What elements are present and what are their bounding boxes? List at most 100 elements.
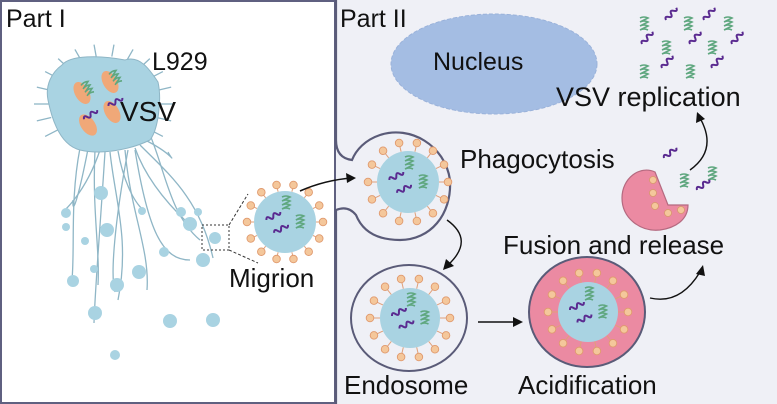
- surface-protein: [558, 276, 568, 285]
- surface-protein: [378, 209, 388, 218]
- virion-core: [558, 282, 618, 342]
- virion-core: [254, 191, 316, 253]
- rna-green: [661, 40, 671, 55]
- knob: [110, 350, 120, 360]
- surface-protein: [289, 254, 298, 264]
- rna-purple: [709, 53, 725, 71]
- surface-protein: [378, 146, 388, 155]
- surface-protein: [592, 268, 602, 278]
- step-vsv-replication: VSV replication: [556, 82, 741, 112]
- phagocytosed-migrion: [363, 138, 453, 226]
- zoom-line: [228, 249, 259, 264]
- surface-protein: [439, 160, 449, 169]
- surface-protein: [412, 138, 422, 148]
- rna-green: [639, 64, 649, 79]
- filament: [93, 151, 106, 324]
- vsv-capsule: [73, 82, 91, 104]
- part1-title: Part I: [6, 5, 66, 33]
- surface-protein: [257, 247, 266, 256]
- cell-hair: [111, 44, 115, 57]
- cell-hair: [44, 129, 59, 138]
- surface-protein: [318, 217, 328, 227]
- virion-core: [380, 288, 440, 348]
- step-acidification: Acidification: [518, 370, 657, 400]
- surface-protein: [430, 282, 440, 291]
- surface-protein: [242, 217, 252, 227]
- surface-protein: [445, 313, 455, 323]
- surface-protein: [396, 274, 406, 284]
- knob: [62, 223, 70, 231]
- surface-protein: [304, 188, 313, 197]
- filament: [139, 144, 214, 259]
- arrow-to-fusion: [649, 271, 701, 300]
- filament: [72, 148, 89, 207]
- surface-protein: [246, 234, 256, 243]
- knob: [159, 247, 169, 257]
- arrow-head: [696, 112, 705, 123]
- surface-protein: [272, 254, 281, 264]
- virus-label: VSV: [120, 96, 177, 127]
- surface-protein: [547, 290, 557, 299]
- step-phagocytosis: Phagocytosis: [460, 144, 615, 174]
- filament: [134, 149, 191, 261]
- surface-protein: [428, 146, 438, 155]
- l929-cell: [34, 44, 221, 360]
- surface-protein: [441, 296, 451, 305]
- cell-label: L929: [152, 48, 208, 76]
- rna-green: [685, 64, 695, 79]
- knob: [194, 208, 202, 216]
- migrion-particle: [242, 180, 328, 264]
- part2-title: Part II: [340, 5, 407, 33]
- rna-green: [679, 173, 689, 188]
- surface-protein: [365, 313, 375, 323]
- surface-protein: [574, 346, 584, 356]
- vsv-capsule: [103, 101, 121, 123]
- vsv-particle: [103, 95, 125, 123]
- surface-protein: [380, 345, 390, 354]
- migrion-label: Migrion: [229, 263, 315, 293]
- arrow-head: [443, 259, 454, 270]
- surface-protein: [394, 138, 404, 148]
- surface-protein: [246, 201, 256, 210]
- rna-purple: [729, 29, 745, 47]
- surface-protein: [443, 177, 453, 187]
- replicated-rna-cluster: [639, 5, 745, 79]
- knob: [61, 208, 71, 218]
- surface-protein: [369, 296, 379, 305]
- rna-purple: [639, 29, 655, 47]
- knob: [67, 275, 79, 287]
- vsv-particle: [73, 79, 95, 104]
- knob: [90, 265, 98, 273]
- filament: [93, 149, 99, 286]
- surface-protein: [441, 331, 451, 340]
- surface-protein: [314, 234, 324, 243]
- surface-protein: [272, 180, 281, 190]
- surface-protein: [380, 282, 390, 291]
- surface-protein: [414, 274, 424, 284]
- surface-protein: [623, 307, 633, 317]
- surface-protein: [367, 195, 377, 204]
- surface-protein: [592, 346, 602, 356]
- surface-protein: [257, 188, 266, 197]
- cell-hair: [126, 49, 134, 61]
- surface-protein: [619, 325, 629, 334]
- surface-protein: [430, 345, 440, 354]
- zoom-line: [228, 193, 249, 226]
- surface-protein: [608, 276, 618, 285]
- rna-purple: [661, 145, 679, 161]
- surface-protein: [543, 307, 553, 317]
- rna-green: [707, 40, 717, 55]
- knob: [94, 186, 108, 200]
- vsv-capsule: [79, 114, 97, 136]
- vsv-capsule: [101, 71, 119, 93]
- knob: [196, 253, 210, 267]
- rna-purple: [659, 53, 675, 71]
- rna-green: [723, 16, 733, 31]
- released-rna: [661, 145, 717, 193]
- knob: [206, 313, 220, 327]
- surface-protein: [414, 352, 424, 362]
- rna-purple: [687, 29, 703, 47]
- vsv-particle: [101, 68, 123, 93]
- rna-green: [683, 16, 693, 31]
